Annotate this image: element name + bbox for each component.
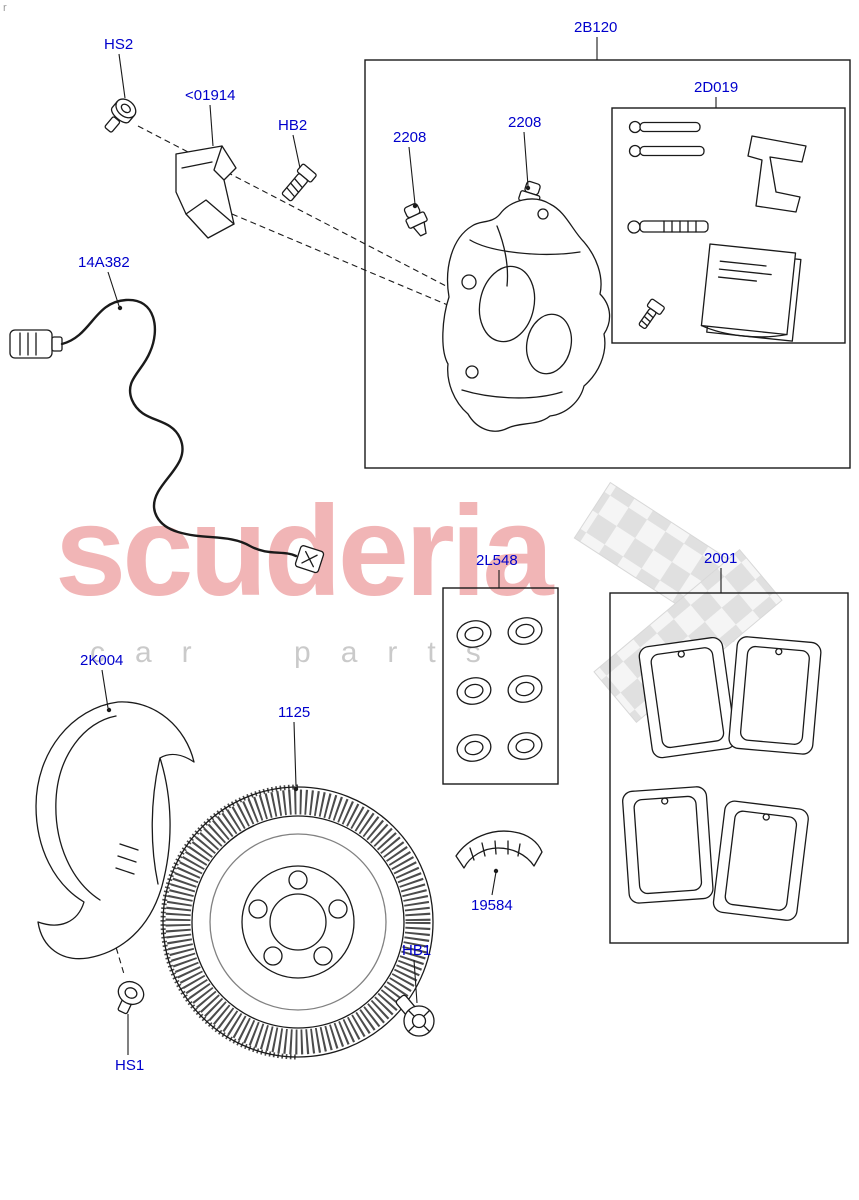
caliper-group-box-2B120: [364, 59, 851, 469]
part-label-2001[interactable]: 2001: [704, 550, 738, 567]
guide-pin-2-drawing: [628, 144, 705, 158]
brake-pad-top-left-drawing: [637, 635, 738, 760]
hb2-bolt-drawing: [281, 163, 317, 202]
part-label-1125[interactable]: 1125: [278, 704, 311, 721]
part-label-hs2[interactable]: HS2: [104, 36, 134, 53]
hb1-bolt-drawing: [395, 994, 435, 1037]
part-label-2b120[interactable]: 2B120: [574, 19, 618, 36]
callout-2208-l: [408, 146, 416, 205]
watermark-tagline: car parts: [90, 636, 511, 669]
callout-hb2: [292, 134, 301, 169]
part-label-hs1[interactable]: HS1: [115, 1057, 145, 1074]
callout-hb1: [413, 959, 418, 1004]
callout-01914: [209, 104, 214, 147]
part-label-hb2[interactable]: HB2: [278, 117, 308, 134]
wear-sensor-drawing: [9, 298, 325, 574]
hs1-bolt-drawing: [117, 980, 145, 1015]
part-label-01914[interactable]: <01914: [185, 87, 236, 104]
brake-disc-drawing: [160, 784, 434, 1060]
seal-kit-rings-drawing: [456, 617, 543, 762]
brake-pad-bottom-right-drawing: [711, 799, 811, 923]
part-label-2208-right[interactable]: 2208: [508, 114, 542, 131]
callout-2208-r: [523, 131, 529, 187]
hs2-bolt-drawing: [104, 98, 137, 133]
part-label-2k004[interactable]: 2K004: [80, 652, 124, 669]
instruction-booklet-drawing: [700, 243, 802, 342]
callout-1125: [293, 721, 297, 787]
part-label-14a382[interactable]: 14A382: [78, 254, 130, 271]
seal-kit-box-2L548: [442, 587, 559, 785]
kit-small-bolt-drawing: [638, 298, 665, 329]
splash-shield-drawing: [35, 701, 195, 960]
callout-hs2: [118, 53, 126, 99]
part-label-2l548[interactable]: 2L548: [476, 552, 518, 569]
part-label-hb1[interactable]: HB1: [402, 942, 432, 959]
callout-2k004: [101, 669, 109, 709]
spring-clip-drawing: [747, 135, 807, 213]
callout-14a382: [107, 271, 120, 307]
part-label-19584[interactable]: 19584: [471, 897, 513, 914]
retainer-clip-19584-drawing: [455, 830, 543, 869]
callout-lines: [101, 37, 722, 1055]
brake-caliper-drawing: [442, 198, 611, 432]
callout-19584: [491, 871, 497, 896]
brake-pad-top-right-drawing: [727, 635, 823, 756]
corner-watermark-artifact: r: [3, 2, 7, 14]
brake-pad-bottom-left-drawing: [621, 785, 715, 905]
repair-kit-box-2D019: [611, 107, 846, 344]
brake-pads-box-2001: [609, 592, 849, 944]
guide-pin-1-drawing: [628, 120, 701, 134]
part-label-2208-left[interactable]: 2208: [393, 129, 427, 146]
pad-spring-clip-01914-drawing: [175, 145, 237, 239]
caliper-bolt-long-drawing: [627, 220, 709, 234]
part-label-2d019[interactable]: 2D019: [694, 79, 739, 96]
